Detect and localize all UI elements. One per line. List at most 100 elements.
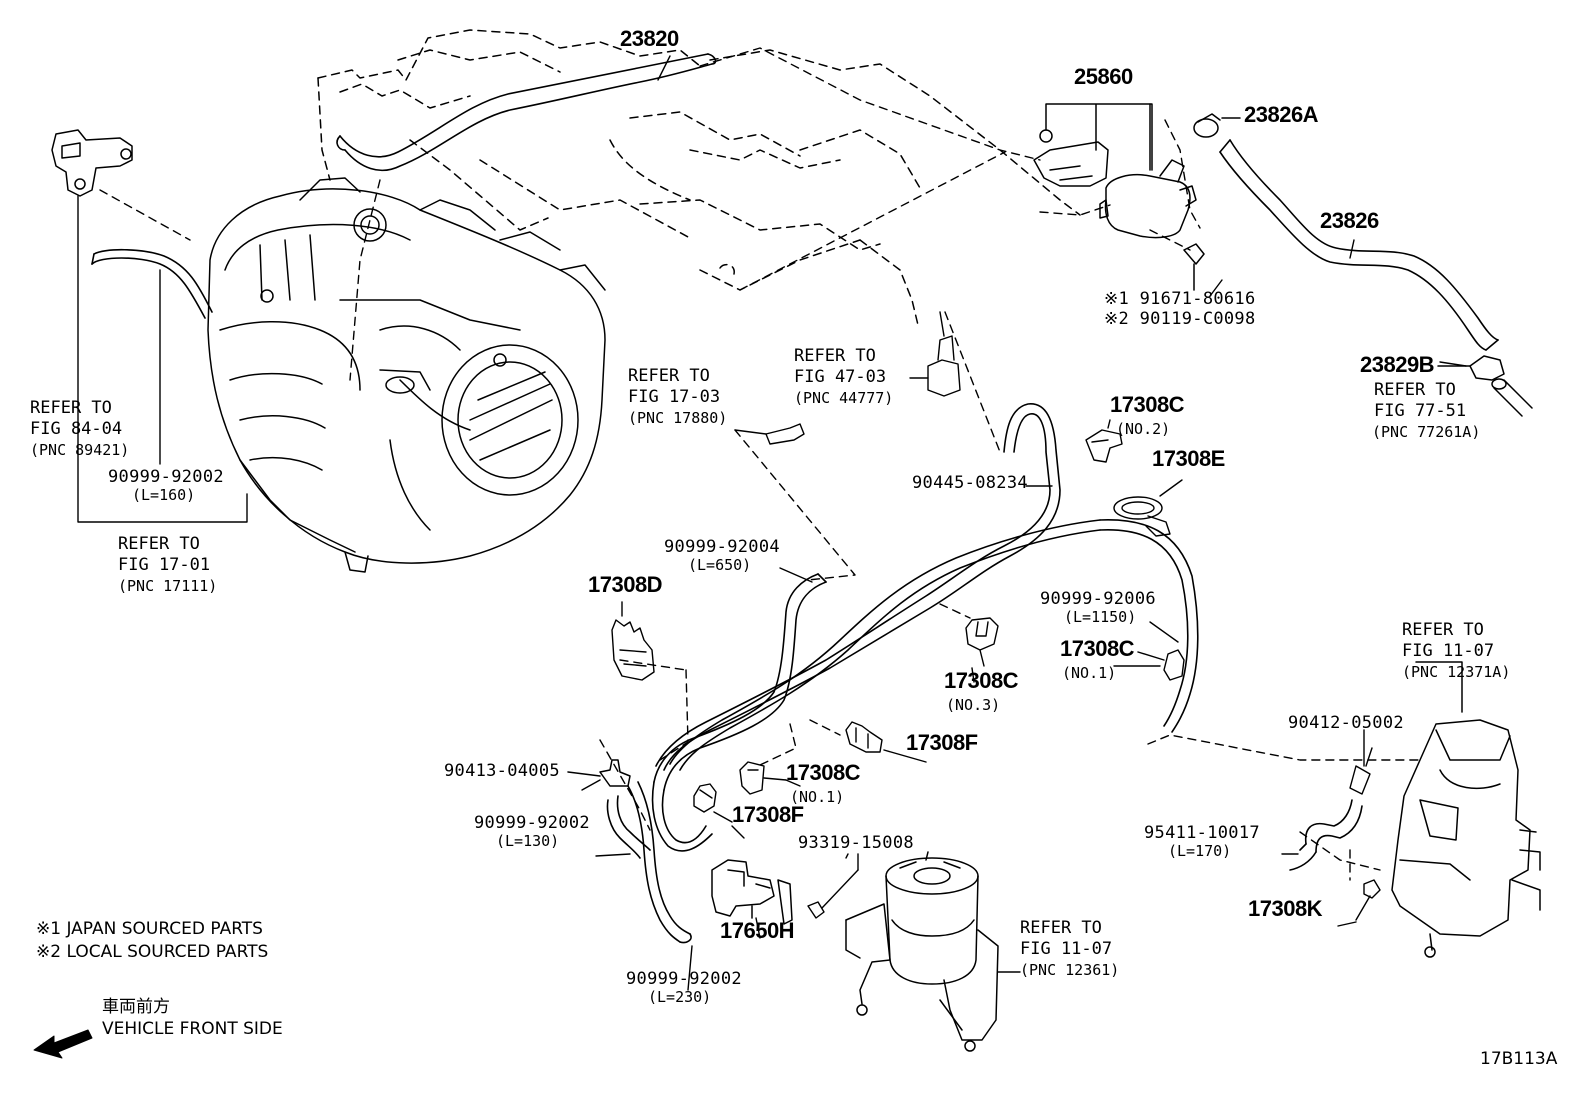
fitting-90413 xyxy=(567,759,631,787)
clamp-17308F-a xyxy=(845,721,883,753)
label-17308C-no3-sub: (NO.3) xyxy=(946,696,1001,714)
label-17308F-b: 17308F xyxy=(732,802,804,827)
figure-code: 17B113A xyxy=(1480,1049,1558,1069)
hose-23826 xyxy=(1219,139,1499,351)
clamp-17308K xyxy=(1355,879,1381,921)
ref-fig-84-04: REFER TO FIG 84-04 (PNC 89421) xyxy=(30,398,129,461)
label-screw-local: ※2 90119-C0098 xyxy=(1104,309,1256,329)
vehicle-front-label: VEHICLE FRONT SIDE xyxy=(102,1019,283,1039)
clamp-17308C-no1-mid xyxy=(739,761,787,795)
ref-fig-11-07-right: REFER TO FIG 11-07 (PNC 12371A) xyxy=(1402,620,1510,683)
label-17308C-no1-right-sub: (NO.1) xyxy=(1062,664,1117,682)
intake-manifold xyxy=(207,177,606,573)
screw-93319 xyxy=(807,853,859,919)
hose-23820 xyxy=(336,53,717,172)
ref-fig-47-03: REFER TO FIG 47-03 (PNC 44777) xyxy=(794,346,893,409)
label-hose-92002-230: 90999-92002 xyxy=(626,969,742,989)
label-hose-92004: 90999-92004 xyxy=(664,537,780,557)
label-23820: 23820 xyxy=(620,26,679,51)
ref-line: REFER TO xyxy=(30,398,112,418)
ref-line: FIG 11-07 xyxy=(1402,641,1495,661)
clamp-17308E xyxy=(1113,479,1183,537)
ref-line: FIG 17-01 xyxy=(118,555,211,575)
ref-line: FIG 77-51 xyxy=(1374,401,1467,421)
clamp-17308D xyxy=(611,601,655,681)
label-hose-92002-130-len: (L=130) xyxy=(496,832,560,850)
label-17650H: 17650H xyxy=(720,918,795,943)
vsv-25860 xyxy=(1033,103,1205,291)
hose-95411 xyxy=(1289,799,1363,871)
label-17308C-no1-mid: 17308C xyxy=(786,760,861,785)
engine-outline xyxy=(317,29,1081,326)
label-17308D: 17308D xyxy=(588,572,663,597)
label-17308K: 17308K xyxy=(1248,896,1323,921)
label-17308F-a: 17308F xyxy=(906,730,978,755)
ref-line: (PNC 44777) xyxy=(794,389,894,407)
hose-92002-160 xyxy=(91,248,213,319)
label-95411: 95411-10017 xyxy=(1144,823,1260,843)
label-17308C-no1-mid-sub: (NO.1) xyxy=(790,788,845,806)
label-17308E: 17308E xyxy=(1152,446,1225,471)
sensor-89421 xyxy=(51,129,133,197)
ref-line: FIG 11-07 xyxy=(1020,939,1113,959)
ref-line: REFER TO xyxy=(1020,918,1102,938)
clamp-23826A xyxy=(1193,113,1241,138)
ref-fig-17-01: REFER TO FIG 17-01 (PNC 17111) xyxy=(118,534,217,597)
ref-line: (PNC 77261A) xyxy=(1372,423,1481,441)
hose-92002-230 xyxy=(627,781,692,944)
note-local-sourced: ※2 LOCAL SOURCED PARTS xyxy=(36,942,269,962)
ref-fig-11-07-bottom: REFER TO FIG 11-07 (PNC 12361) xyxy=(1020,918,1119,981)
engine-mount-12371A xyxy=(1391,661,1541,958)
label-95411-len: (L=170) xyxy=(1168,842,1232,860)
ref-line: FIG 84-04 xyxy=(30,419,123,439)
ref-line: REFER TO xyxy=(1402,620,1484,640)
ref-line: FIG 17-03 xyxy=(628,387,721,407)
fitting-17880 xyxy=(734,423,805,445)
ref-line: (PNC 89421) xyxy=(30,441,130,459)
vehicle-front-label-jp: 車両前方 xyxy=(102,997,170,1017)
label-93319: 93319-15008 xyxy=(798,833,914,853)
hose-92002-130 xyxy=(606,795,651,859)
label-17308C-no3: 17308C xyxy=(944,668,1019,693)
valve-17650H xyxy=(711,859,793,925)
ref-line: REFER TO xyxy=(1374,380,1456,400)
label-hose-92002-130: 90999-92002 xyxy=(474,813,590,833)
clamp-17308C-no3 xyxy=(965,617,999,667)
note-japan-sourced: ※1 JAPAN SOURCED PARTS xyxy=(36,919,263,939)
label-23826: 23826 xyxy=(1320,208,1379,233)
hose-network xyxy=(651,403,1199,852)
ref-line: (PNC 17111) xyxy=(118,577,218,595)
ref-line: (PNC 17880) xyxy=(628,409,728,427)
label-hose-92004-len: (L=650) xyxy=(688,556,752,574)
clamp-17308C-no2 xyxy=(1085,419,1123,463)
label-hose-92002-160-len: (L=160) xyxy=(132,486,196,504)
label-hose-92006: 90999-92006 xyxy=(1040,589,1156,609)
label-25860: 25860 xyxy=(1074,64,1133,89)
ref-line: FIG 47-03 xyxy=(794,367,887,387)
vehicle-front-arrow-icon xyxy=(33,1029,93,1059)
ref-fig-17-03: REFER TO FIG 17-03 (PNC 17880) xyxy=(628,366,727,429)
label-17308C-no1-right: 17308C xyxy=(1060,636,1135,661)
fitting-90412 xyxy=(1349,729,1371,795)
ref-line: REFER TO xyxy=(628,366,710,386)
label-hose-92002-160: 90999-92002 xyxy=(108,467,224,487)
clamp-17308C-no1-right xyxy=(1137,649,1185,681)
clamp-17308F-b xyxy=(693,783,733,823)
label-screw-japan: ※1 91671-80616 xyxy=(1104,289,1256,309)
label-23826A: 23826A xyxy=(1244,102,1319,127)
label-hose-92006-len: (L=1150) xyxy=(1064,608,1137,626)
ref-line: (PNC 12361) xyxy=(1020,961,1120,979)
ref-line: REFER TO xyxy=(118,534,200,554)
ref-fig-77-51: REFER TO FIG 77-51 (PNC 77261A) xyxy=(1372,380,1481,443)
label-17308C-no2: 17308C xyxy=(1110,392,1185,417)
ref-line: (PNC 12371A) xyxy=(1402,663,1511,681)
label-23829B: 23829B xyxy=(1360,352,1435,377)
label-hose-08234: 90445-08234 xyxy=(912,473,1028,493)
valve-44777 xyxy=(909,311,961,397)
engine-mount-12361 xyxy=(845,851,999,1052)
ref-line: REFER TO xyxy=(794,346,876,366)
label-17308C-no2-sub: (NO.2) xyxy=(1116,420,1171,438)
clamp-23829B xyxy=(1437,355,1533,417)
label-hose-92002-230-len: (L=230) xyxy=(648,988,712,1006)
